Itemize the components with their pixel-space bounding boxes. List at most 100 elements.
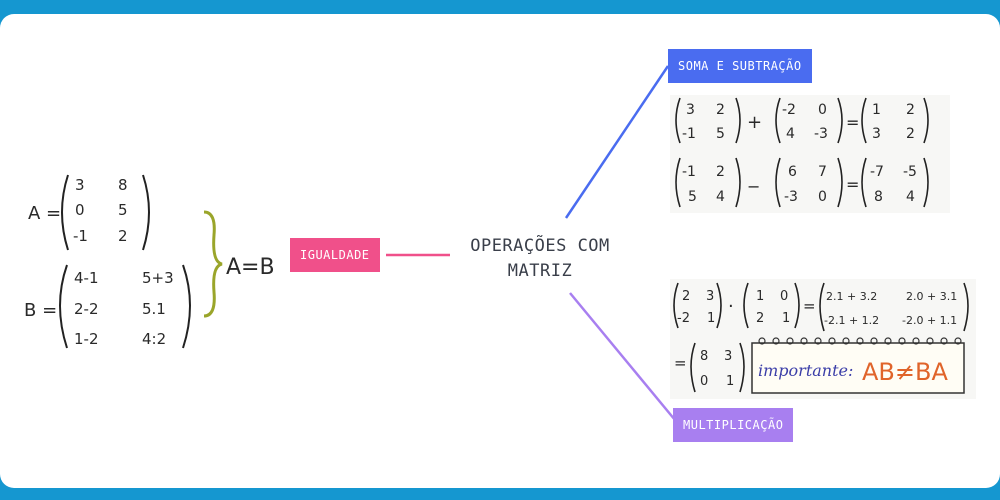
dot-operator: ·: [728, 296, 734, 317]
expanded-cell: -2.1 + 1.2: [824, 314, 879, 327]
curly-brace: [203, 210, 223, 318]
matrix-b-cell: 5.1: [142, 300, 166, 318]
bracket: [775, 97, 781, 144]
mult-cell: -2: [677, 311, 690, 326]
important-text: AB≠BA: [862, 358, 948, 386]
equals-sign: =: [674, 354, 687, 372]
important-label: importante:: [758, 361, 853, 380]
mult-result-cell: 0: [700, 374, 708, 389]
bracket: [743, 282, 749, 329]
sub-cell: 4: [906, 189, 915, 205]
matrix-b-left-bracket: [59, 264, 68, 349]
mult-cell: 0: [780, 289, 788, 304]
igualdade-result: A=B: [226, 255, 275, 280]
bracket: [861, 157, 867, 208]
matrix-a-label: A =: [28, 203, 61, 224]
sub-cell: 2: [716, 164, 725, 180]
mult-result-cell: 3: [724, 349, 732, 364]
mult-cell: 2: [756, 311, 764, 326]
soma-cell: 3: [686, 102, 695, 118]
soma-cell: -2: [782, 102, 796, 118]
bracket: [923, 157, 929, 208]
bracket: [923, 97, 929, 144]
matrix-b-cell: 4-1: [74, 269, 99, 287]
bracket: [819, 282, 825, 332]
matrix-a-cell: 0: [75, 201, 85, 219]
branch-multiplicacao: MULTIPLICAÇÃO: [673, 408, 794, 442]
mult-result-cell: 1: [726, 374, 734, 389]
bracket: [775, 157, 781, 208]
matrix-b-cell: 5+3: [142, 269, 174, 287]
matrix-b-label: B =: [24, 300, 57, 321]
mult-cell: 2: [682, 289, 690, 304]
bracket: [675, 97, 681, 144]
bracket: [673, 282, 679, 329]
content-card: [0, 14, 1000, 488]
expanded-cell: -2.0 + 1.1: [902, 314, 957, 327]
matrix-b-cell: 1-2: [74, 330, 99, 348]
connector-multiplicacao: [569, 292, 676, 421]
soma-cell: -3: [814, 126, 828, 142]
matrix-b-right-bracket: [182, 264, 191, 349]
soma-cell: 0: [818, 102, 827, 118]
minus-operator: −: [747, 177, 760, 196]
soma-cell: 2: [906, 126, 915, 142]
mult-cell: 3: [706, 289, 714, 304]
mult-cell: 1: [782, 311, 790, 326]
sub-cell: 7: [818, 164, 827, 180]
expanded-cell: 2.0 + 3.1: [906, 290, 957, 303]
sub-cell: 5: [688, 189, 697, 205]
matrix-b-cell: 4:2: [142, 330, 166, 348]
sub-cell: 0: [818, 189, 827, 205]
soma-subtracao-example: 3 2 -1 5 + -2 0 4 -3 = 1 2 3 2 -1 2 5 4 …: [670, 95, 950, 213]
bracket: [739, 342, 745, 393]
equals-sign: =: [846, 113, 859, 132]
spiral-binding: [758, 337, 962, 345]
soma-cell: 4: [786, 126, 795, 142]
soma-cell: 2: [716, 102, 725, 118]
bracket: [675, 157, 681, 208]
mult-cell: 1: [756, 289, 764, 304]
bracket: [861, 97, 867, 144]
multiplicacao-example: 2 3 -2 1 · 1 0 2 1 = 2.1 + 3.2 2.0 + 3.1…: [670, 279, 976, 399]
bracket: [837, 97, 843, 144]
sub-cell: -7: [870, 164, 884, 180]
sub-cell: 8: [874, 189, 883, 205]
soma-cell: 3: [872, 126, 881, 142]
bracket: [735, 157, 741, 208]
equals-sign: =: [846, 175, 859, 194]
sub-cell: -3: [784, 189, 798, 205]
bracket: [837, 157, 843, 208]
mult-cell: 1: [707, 311, 715, 326]
bracket: [735, 97, 741, 144]
expanded-cell: 2.1 + 3.2: [826, 290, 877, 303]
bracket: [690, 342, 696, 393]
branch-igualdade: IGUALDADE: [290, 238, 380, 272]
igualdade-example: A = 3 8 0 5 -1 2 B = 4-1 5+3 2-2 5.1 1-2…: [24, 174, 275, 349]
matrix-a-cell: 5: [118, 201, 128, 219]
central-topic: OPERAÇÕES COM MATRIZ: [470, 236, 610, 281]
sub-cell: 6: [788, 164, 797, 180]
matrix-a-right-bracket: [142, 174, 150, 251]
sub-cell: 4: [716, 189, 725, 205]
sub-cell: -1: [682, 164, 696, 180]
branch-soma-subtracao: SOMA E SUBTRAÇÃO: [668, 49, 812, 83]
matrix-a-left-bracket: [61, 174, 69, 251]
matrix-a-cell: 3: [75, 176, 85, 194]
bracket: [963, 282, 969, 332]
matrix-b-cell: 2-2: [74, 300, 99, 318]
soma-cell: 5: [716, 126, 725, 142]
sub-cell: -5: [903, 164, 917, 180]
soma-paper: [670, 95, 950, 213]
plus-operator: +: [747, 112, 762, 133]
bracket: [716, 282, 722, 329]
matrix-a-cell: -1: [73, 227, 88, 245]
matrix-a-cell: 8: [118, 176, 128, 194]
connector-soma: [564, 65, 670, 219]
mult-result-cell: 8: [700, 349, 708, 364]
important-note: importante: AB≠BA: [751, 337, 965, 394]
soma-cell: -1: [682, 126, 696, 142]
soma-cell: 2: [906, 102, 915, 118]
bracket: [794, 282, 800, 329]
